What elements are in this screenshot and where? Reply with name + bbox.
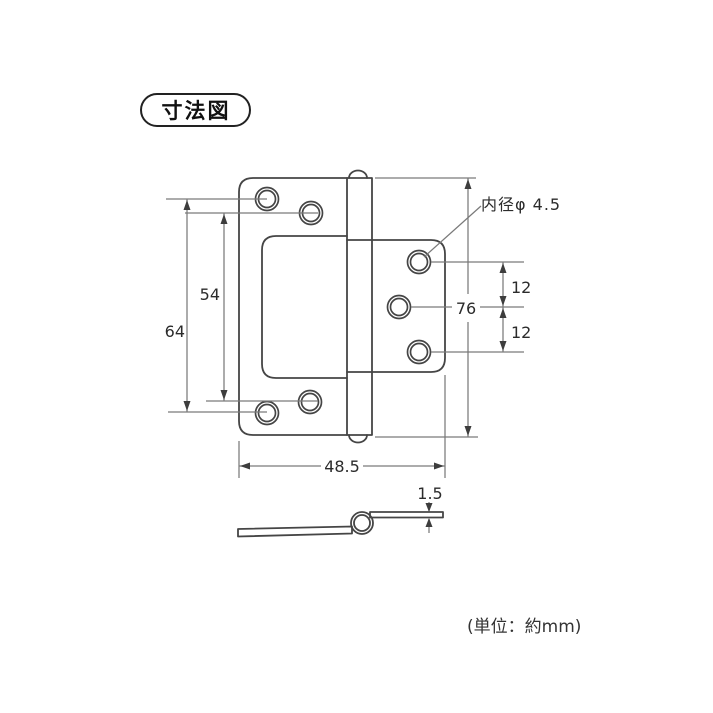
inner-diameter-annotation: 内径φ 4.5 (423, 195, 561, 258)
dim-64: 64 (165, 198, 267, 413)
dim-76: 76 (375, 177, 478, 438)
arrowhead-right-icon (434, 462, 444, 470)
side-left-leaf (237, 525, 353, 538)
arrowhead-up-icon (183, 200, 191, 210)
screw-hole (386, 294, 412, 320)
right-leaf-outline (346, 239, 446, 373)
side-knuckle-inner (353, 514, 371, 532)
dim-64-label: 64 (165, 322, 185, 341)
dim-54-label: 54 (200, 285, 220, 304)
arrowhead-up-icon (425, 518, 433, 527)
dim-12-pitch: 12 12 (411, 261, 531, 353)
title-badge: 寸法図 (140, 93, 251, 127)
dim-48-5: 48.5 (238, 375, 446, 478)
arrowhead-down-icon (183, 401, 191, 411)
dim-12-bottom-label: 12 (511, 323, 531, 342)
pin-cap-bottom (348, 434, 368, 444)
side-right-leaf (369, 511, 444, 519)
dim-12-top-label: 12 (511, 278, 531, 297)
screw-hole (297, 389, 323, 415)
arrowhead-up-icon (499, 308, 507, 318)
screw-hole (406, 339, 432, 365)
side-knuckle-outer (350, 511, 374, 535)
dim-54: 54 (185, 212, 318, 402)
arrowhead-down-icon (425, 503, 433, 512)
arrowhead-left-icon (240, 462, 250, 470)
dim-1-5-label: 1.5 (417, 484, 442, 503)
arrowhead-down-icon (464, 426, 472, 436)
side-view (237, 511, 444, 538)
arrowhead-down-icon (499, 296, 507, 306)
arrowhead-up-icon (220, 214, 228, 224)
dim-76-label: 76 (456, 299, 476, 318)
title-badge-outline (140, 93, 251, 127)
leader-line (423, 205, 482, 258)
arrowhead-down-icon (220, 390, 228, 400)
leaf-cutout-outline (261, 235, 348, 379)
unit-note: (単位：約mm) (467, 617, 581, 637)
front-view (238, 169, 446, 444)
arrowhead-up-icon (464, 179, 472, 189)
pin-cap-top (348, 169, 368, 179)
dim-48-5-label: 48.5 (324, 457, 360, 476)
dim-1-5: 1.5 (417, 484, 443, 533)
inner-diameter-label: 内径φ 4.5 (481, 195, 561, 214)
screw-hole (406, 249, 432, 275)
arrowhead-up-icon (499, 263, 507, 273)
arrowhead-down-icon (499, 341, 507, 351)
screw-hole (254, 400, 280, 426)
title-badge-label: 寸法図 (162, 99, 231, 123)
left-leaf-outline (238, 177, 373, 436)
